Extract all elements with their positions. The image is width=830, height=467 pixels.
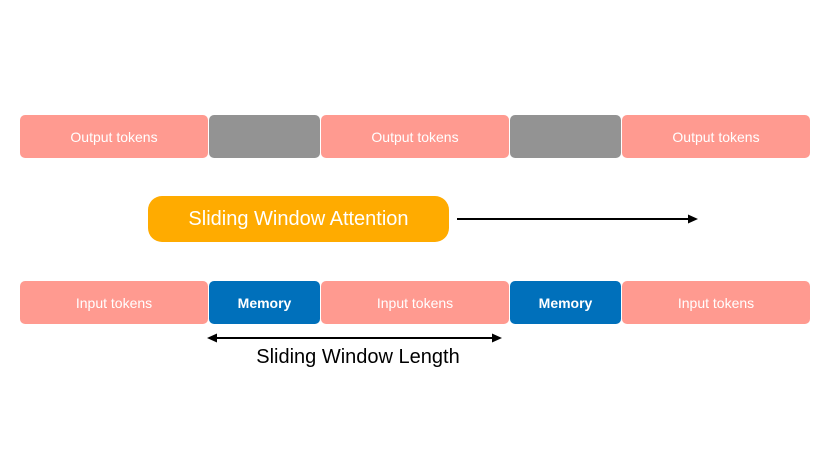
- input-tokens-block-3: Input tokens: [622, 281, 810, 324]
- input-tokens-label: Input tokens: [376, 294, 454, 311]
- sliding-window-length-label: Sliding Window Length: [256, 346, 460, 368]
- memory-label: Memory: [237, 294, 292, 311]
- attention-direction-arrow: [457, 214, 698, 224]
- output-tokens-label: Output tokens: [70, 128, 158, 145]
- memory-block-2: Memory: [510, 281, 621, 324]
- memory-label: Memory: [538, 294, 593, 311]
- memory-block-1: Memory: [209, 281, 320, 324]
- input-tokens-block-2: Input tokens: [321, 281, 509, 324]
- output-gap-block-1: [209, 115, 320, 158]
- output-tokens-label: Output tokens: [371, 128, 459, 145]
- input-tokens-label: Input tokens: [677, 294, 755, 311]
- output-tokens-label: Output tokens: [672, 128, 760, 145]
- output-tokens-block-2: Output tokens: [321, 115, 509, 158]
- input-tokens-label: Input tokens: [75, 294, 153, 311]
- window-length-arrow: [207, 333, 502, 343]
- input-tokens-block-1: Input tokens: [20, 281, 208, 324]
- output-gap-block-2: [510, 115, 621, 158]
- sliding-window-attention-box: Sliding Window Attention: [148, 196, 449, 242]
- output-tokens-block-3: Output tokens: [622, 115, 810, 158]
- sliding-window-attention-label: Sliding Window Attention: [188, 207, 409, 230]
- output-tokens-block-1: Output tokens: [20, 115, 208, 158]
